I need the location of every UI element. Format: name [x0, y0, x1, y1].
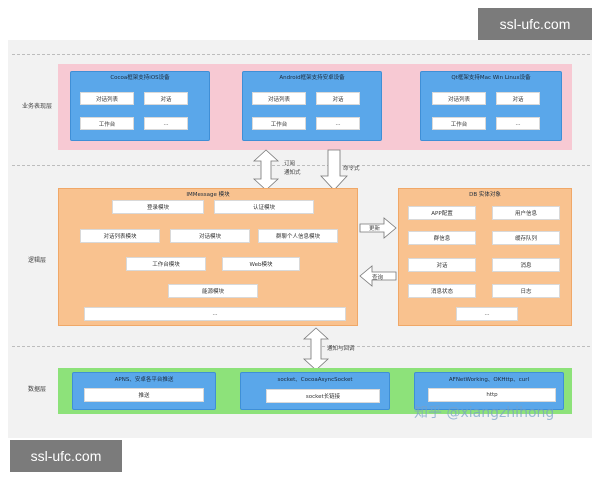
- watermark-top: ssl-ufc.com: [478, 8, 592, 40]
- module-dialog: 对话模块: [170, 229, 250, 243]
- ios-item-workbench: 工作台: [80, 117, 134, 130]
- zhihu-credit: 知乎 @xiangzhihong: [414, 405, 555, 421]
- arrow-label-notify: 通知式: [284, 170, 301, 176]
- android-panel: [242, 71, 382, 141]
- qt-item-more: ...: [496, 117, 540, 130]
- push-panel-title: APNS、安卓各平台推送: [114, 377, 174, 383]
- layer-label-data: 数据层: [28, 386, 47, 393]
- im-message-title: IMMessage 模块: [186, 192, 230, 198]
- right-arrow-icon: [359, 217, 397, 239]
- module-energy: 能源模块: [168, 284, 258, 298]
- layer-label-business: 业务表现层: [22, 103, 53, 110]
- watermark-bottom: ssl-ufc.com: [10, 440, 122, 472]
- db-app-config: APP配置: [408, 206, 476, 220]
- layer-label-logic: 逻辑层: [28, 257, 47, 264]
- db-more: ...: [456, 307, 518, 321]
- android-panel-title: Android框架支持安卓设备: [279, 75, 345, 81]
- double-arrow-icon: [252, 149, 280, 191]
- socket-item: socket长链接: [266, 389, 380, 403]
- db-user-info: 用户信息: [492, 206, 560, 220]
- module-group-info: 群聊个人信息模块: [258, 229, 338, 243]
- module-more: ...: [84, 307, 346, 321]
- ios-panel: [70, 71, 210, 141]
- db-arrows: [359, 217, 397, 287]
- android-item-more: ...: [316, 117, 360, 130]
- module-auth: 认证模块: [214, 200, 314, 214]
- qt-panel-title: Qt框架支持Mac Win Linux设备: [451, 75, 531, 81]
- ios-item-dialog: 对话: [144, 92, 188, 105]
- qt-item-dialog-list: 对话列表: [432, 92, 486, 105]
- db-dialog: 对话: [408, 258, 476, 272]
- arrow-label-subscribe: 订阅: [284, 161, 296, 167]
- db-cache-queue: 缓存队列: [492, 231, 560, 245]
- http-item: http: [428, 388, 556, 402]
- db-message-status: 消息状态: [408, 284, 476, 298]
- ios-item-dialog-list: 对话列表: [80, 92, 134, 105]
- db-group-info: 群信息: [408, 231, 476, 245]
- ios-item-more: ...: [144, 117, 188, 130]
- ios-panel-title: Cocoa框架支持iOS设备: [110, 75, 170, 81]
- module-dialog-list: 对话列表模块: [80, 229, 160, 243]
- arrow-label-query: 查询: [372, 275, 384, 281]
- down-arrow-icon: [320, 149, 348, 191]
- qt-item-dialog: 对话: [496, 92, 540, 105]
- separator-business-logic: [12, 165, 590, 166]
- socket-panel-title: socket、CocoaAsyncSocket: [277, 377, 353, 383]
- push-item: 推送: [84, 388, 204, 402]
- qt-item-workbench: 工作台: [432, 117, 486, 130]
- arrow-label-command: 命令式: [343, 166, 360, 172]
- db-log: 日志: [492, 284, 560, 298]
- business-logic-arrows: [252, 149, 348, 191]
- module-workbench: 工作台模块: [126, 257, 206, 271]
- qt-panel: [420, 71, 562, 141]
- left-arrow-icon: [359, 265, 397, 287]
- double-arrow-icon: [302, 327, 330, 371]
- arrow-label-notify-callback: 通知与回调: [327, 346, 355, 352]
- db-entity-title: DB 实体对象: [469, 192, 501, 198]
- android-item-dialog: 对话: [316, 92, 360, 105]
- android-item-dialog-list: 对话列表: [252, 92, 306, 105]
- separator-logic-data: [12, 346, 590, 347]
- db-message: 消息: [492, 258, 560, 272]
- http-panel-title: AFNetWorking、OKHttp、curl: [448, 377, 530, 383]
- module-web: Web模块: [222, 257, 300, 271]
- arrow-label-update: 更新: [369, 226, 381, 232]
- android-item-workbench: 工作台: [252, 117, 306, 130]
- separator-top: [12, 54, 590, 55]
- module-login: 登录模块: [112, 200, 204, 214]
